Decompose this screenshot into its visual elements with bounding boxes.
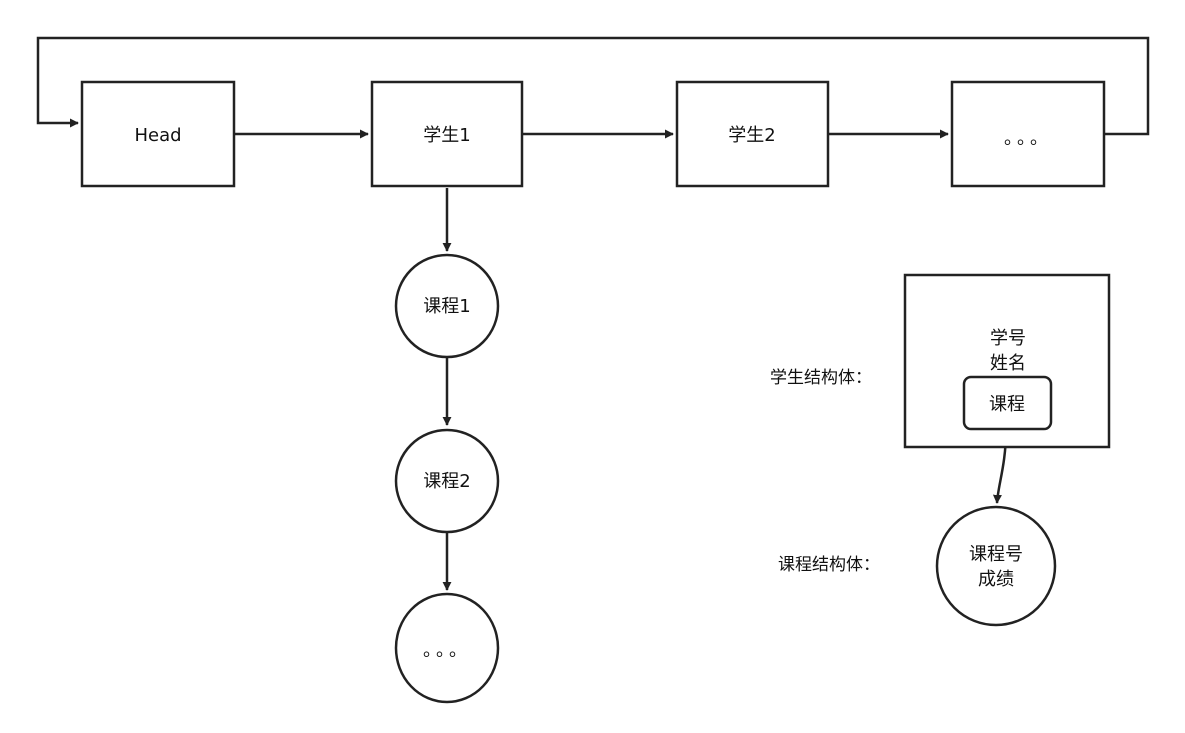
course2-node: 课程2 — [394, 428, 500, 534]
student-struct-field-name: 姓名 — [990, 353, 1026, 374]
student1-node-label: 学生1 — [423, 125, 470, 146]
student-struct-box: 学号 姓名 课程 — [903, 273, 1111, 449]
student1-node: 学生1 — [370, 80, 524, 188]
course-more-node: 。。。 — [394, 592, 500, 704]
student-more-node-label: 。。。 — [1004, 128, 1052, 149]
course1-node: 课程1 — [394, 253, 500, 359]
course-more-node-label: 。。。 — [423, 640, 471, 661]
student-more-node: 。。。 — [950, 80, 1106, 188]
loop-back-arrow — [36, 36, 1150, 136]
course1-node-label: 课程1 — [423, 296, 470, 317]
student-struct-course-field-label: 课程 — [989, 394, 1025, 415]
student-struct-field-id: 学号 — [990, 328, 1026, 349]
head-node: Head — [80, 80, 236, 188]
student2-node-label: 学生2 — [728, 125, 775, 146]
course-struct-label: 课程结构体： — [778, 555, 880, 575]
course2-node-label: 课程2 — [423, 471, 470, 492]
course-struct-node: 课程号 成绩 — [935, 505, 1057, 627]
head-node-label: Head — [134, 125, 181, 146]
edges — [36, 36, 1150, 591]
student2-node: 学生2 — [675, 80, 830, 188]
student-struct-course-field-box — [962, 375, 1053, 431]
student-struct-label: 学生结构体： — [770, 368, 872, 388]
course-struct-field-score: 成绩 — [978, 569, 1014, 590]
course-struct-field-id: 课程号 — [969, 544, 1023, 565]
